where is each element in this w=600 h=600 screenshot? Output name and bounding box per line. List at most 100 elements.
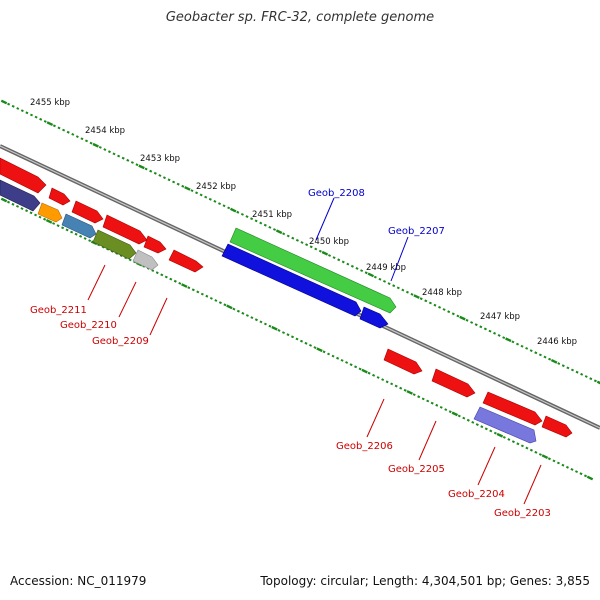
- gene-red-arrow[interactable]: [168, 249, 204, 273]
- ruler-label-2448: 2448 kbp: [422, 288, 462, 298]
- ruler-minor-tick: [341, 260, 345, 264]
- label-geob-2207[interactable]: Geob_2207: [388, 226, 445, 237]
- page-title: Geobacter sp. FRC-32, complete genome: [165, 10, 435, 25]
- ruler-minor-tick: [20, 109, 24, 113]
- gene-red-arrow[interactable]: [541, 415, 573, 438]
- gene-red-arrow[interactable]: [48, 187, 71, 206]
- ruler-minor-tick: [20, 207, 24, 210]
- ruler-major-tick: [316, 347, 323, 353]
- ruler-minor-tick: [373, 275, 377, 279]
- ruler-minor-tick: [372, 373, 376, 377]
- ruler-minor-tick: [236, 309, 240, 313]
- ruler-major-tick: [361, 368, 368, 374]
- ruler-minor-tick: [401, 288, 405, 292]
- ruler-label-2455: 2455 kbp: [30, 98, 70, 108]
- ruler-minor-tick: [340, 358, 344, 362]
- ruler-minor-tick: [126, 158, 130, 162]
- ruler-minor-tick: [381, 378, 385, 382]
- ruler-minor-tick: [15, 204, 20, 208]
- gene-geob-2207[interactable]: [359, 306, 389, 329]
- label-geob-2205[interactable]: Geob_2205: [388, 464, 445, 475]
- ruler-minor-tick: [277, 329, 281, 332]
- ruler-minor-tick: [336, 356, 340, 360]
- ruler-minor-tick: [516, 442, 520, 446]
- gene-red-arrow[interactable]: [143, 235, 167, 254]
- ruler-major-tick: [459, 315, 466, 321]
- ruler-minor-tick: [367, 371, 371, 375]
- ruler-minor-tick: [534, 351, 538, 355]
- leader-lines: [87, 197, 542, 505]
- ruler-minor-tick: [471, 420, 475, 424]
- ruler-minor-tick: [290, 335, 295, 339]
- ruler-minor-tick: [433, 303, 437, 307]
- ruler-minor-tick: [11, 104, 15, 108]
- ruler-minor-tick: [448, 410, 452, 414]
- ruler-minor-tick: [195, 191, 199, 195]
- gene-geob-2208[interactable]: [229, 227, 397, 314]
- ruler-minor-tick: [584, 375, 588, 378]
- ruler-minor-tick: [250, 316, 254, 320]
- ruler-minor-tick: [394, 384, 398, 388]
- ruler-minor-tick: [430, 401, 434, 405]
- gene-navy-arrow[interactable]: [0, 179, 41, 212]
- ruler-minor-tick: [191, 288, 195, 292]
- gene-geob-2205[interactable]: [431, 368, 476, 398]
- ruler-minor-tick: [259, 221, 263, 225]
- ruler-minor-tick: [200, 292, 204, 296]
- gene-geob-2206[interactable]: [383, 348, 423, 375]
- accession-text: Accession: NC_011979: [10, 574, 147, 588]
- ruler-minor-tick: [89, 141, 93, 145]
- ruler-minor-tick: [300, 241, 304, 244]
- ruler-minor-tick: [84, 139, 89, 143]
- ruler-minor-tick: [117, 154, 121, 158]
- ruler-minor-tick: [337, 258, 341, 262]
- gene-red-arrow[interactable]: [0, 157, 47, 194]
- ruler-major-tick: [367, 272, 375, 278]
- gene-geob-2204[interactable]: [473, 406, 537, 444]
- ruler-minor-tick: [80, 137, 84, 141]
- ruler-minor-tick: [457, 414, 461, 418]
- ruler-minor-tick: [281, 331, 286, 335]
- ruler-minor-tick: [525, 346, 529, 350]
- label-geob-2208[interactable]: Geob_2208: [308, 188, 365, 199]
- ruler-minor-tick: [254, 219, 258, 223]
- ruler-minor-tick: [305, 243, 309, 247]
- label-geob-2204[interactable]: Geob_2204: [448, 489, 505, 500]
- ruler-minor-tick: [444, 408, 448, 412]
- ruler-major-tick: [275, 229, 283, 235]
- ruler-minor-tick: [382, 279, 387, 283]
- ruler-minor-tick: [570, 368, 575, 372]
- ruler-major-tick: [184, 186, 191, 191]
- genome-summary-text: Topology: circular; Length: 4,304,501 bp…: [260, 574, 590, 588]
- gene-blue-arrow[interactable]: [221, 243, 362, 317]
- gene-red-arrow[interactable]: [102, 214, 148, 245]
- label-geob-2209[interactable]: Geob_2209: [92, 336, 149, 347]
- ruler-minor-tick: [232, 307, 236, 311]
- ruler-minor-tick: [589, 377, 593, 381]
- ruler-minor-tick: [34, 115, 38, 119]
- ruler-minor-tick: [318, 249, 322, 253]
- label-geob-2206[interactable]: Geob_2206: [336, 441, 393, 452]
- gene-orange-arrow[interactable]: [37, 202, 63, 223]
- ruler-minor-tick: [204, 195, 208, 199]
- ruler-label-2449: 2449 kbp: [366, 263, 406, 273]
- ruler-label-2452: 2452 kbp: [196, 182, 236, 192]
- leader-2209: [149, 297, 168, 336]
- leader-2210: [118, 281, 137, 318]
- gene-red-arrow[interactable]: [71, 200, 104, 224]
- label-geob-2203[interactable]: Geob_2203: [494, 508, 551, 519]
- ruler-minor-tick: [162, 176, 166, 180]
- ruler-minor-tick: [130, 161, 134, 164]
- label-geob-2210[interactable]: Geob_2210: [60, 320, 117, 331]
- ruler-minor-tick: [561, 463, 565, 467]
- gene-red-arrow[interactable]: [482, 391, 543, 426]
- ruler-minor-tick: [227, 206, 231, 210]
- ruler-minor-tick: [199, 193, 203, 197]
- leader-2207: [390, 236, 409, 282]
- label-geob-2211[interactable]: Geob_2211: [30, 305, 87, 316]
- gene-steelblue-arrow[interactable]: [61, 213, 97, 239]
- gene-olive-arrow[interactable]: [92, 229, 137, 260]
- ruler-minor-tick: [291, 236, 295, 240]
- ruler-minor-tick: [515, 342, 520, 346]
- gene-silver-arrow[interactable]: [132, 249, 159, 271]
